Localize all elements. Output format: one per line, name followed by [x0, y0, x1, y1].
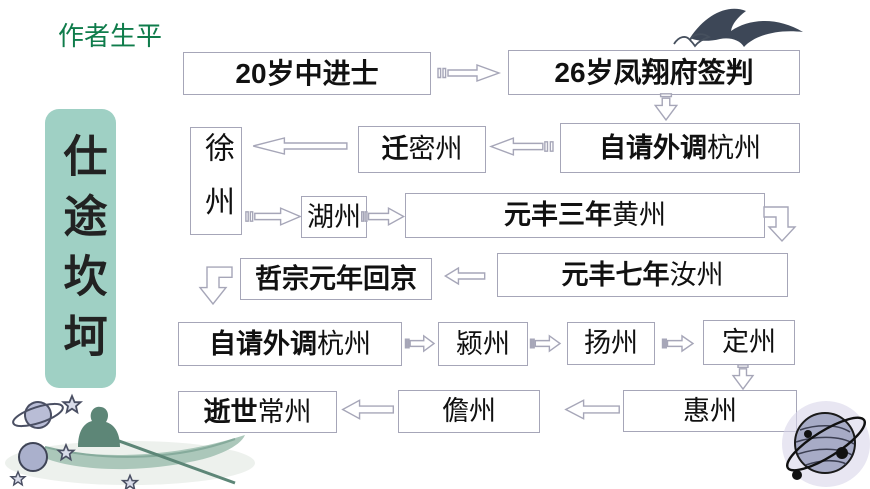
flow-node-danzhou: 儋州 [398, 390, 540, 433]
node-text: 徐州 [200, 132, 233, 240]
node-text-bold: 自请外调 [599, 132, 707, 163]
arrow-right-striped-icon [245, 205, 302, 228]
arrow-down-icon [652, 93, 680, 122]
bird-icon [673, 8, 803, 48]
flow-node-huijing: 哲宗元年回京 [240, 258, 432, 300]
flow-node-huangzhou: 元丰三年黄州 [405, 193, 765, 238]
flow-node-ruzhou: 元丰七年汝州 [497, 253, 788, 297]
arrow-left-striped-icon [489, 135, 554, 158]
node-text: 杭州 [317, 328, 371, 359]
circle-doodle-icon [18, 442, 48, 472]
person-icon [78, 406, 120, 447]
flow-node-huzhou: 湖州 [301, 196, 367, 238]
flow-node-yangzhou: 扬州 [567, 322, 655, 365]
flow-node-shishi: 逝世常州 [178, 391, 337, 433]
node-text-bold: 26岁凤翔府签判 [554, 56, 754, 88]
arrow-bent-left-down-icon [196, 263, 232, 306]
flow-node-yingzhou: 颍州 [438, 322, 528, 366]
node-text: 常州 [257, 396, 312, 427]
node-text: 儋州 [442, 396, 496, 426]
node-text-bold: 自请外调 [209, 328, 317, 359]
arrow-right-striped-icon [437, 62, 501, 84]
arrow-bent-right-down-icon [764, 203, 798, 243]
node-text-bold: 20岁中进士 [235, 57, 379, 89]
node-text-bold: 迁 [381, 134, 409, 164]
node-text: 惠州 [683, 395, 737, 426]
flow-node-fengxiang: 26岁凤翔府签判 [508, 50, 800, 95]
flow-node-hangzhou-2: 自请外调杭州 [178, 322, 402, 366]
arrow-left-icon [341, 398, 395, 421]
node-text-bold: 元丰七年 [561, 259, 670, 290]
flow-node-xuzhou: 徐州 [190, 127, 242, 240]
node-text: 扬州 [584, 328, 638, 358]
arrow-left-icon [250, 136, 350, 156]
page-title: 作者生平 [58, 21, 163, 51]
node-text-bold: 哲宗元年回京 [255, 263, 417, 294]
flow-node-huizhou: 惠州 [623, 390, 797, 432]
node-text: 定州 [722, 327, 776, 357]
section-banner: 仕途坎坷 [45, 109, 116, 388]
flow-node-jinshi: 20岁中进士 [183, 52, 431, 95]
flow-node-dingzhou: 定州 [703, 320, 795, 365]
planet-icon [782, 401, 870, 487]
section-banner-text: 仕途坎坷 [56, 132, 106, 373]
node-text: 密州 [408, 134, 463, 164]
oar-icon [107, 435, 236, 485]
arrow-down-icon [730, 364, 756, 391]
node-text: 杭州 [707, 132, 761, 163]
arrow-right-striped-icon [405, 333, 435, 354]
node-text: 黄州 [612, 200, 666, 230]
arrow-left-icon [444, 266, 486, 286]
flow-node-hangzhou-1: 自请外调杭州 [560, 123, 800, 173]
arrow-left-icon [564, 398, 621, 421]
flow-node-qianmizhou: 迁密州 [358, 126, 486, 173]
boat-illustration [5, 393, 255, 489]
node-text: 湖州 [307, 201, 361, 232]
star-doodle-icon [9, 393, 140, 489]
node-text: 汝州 [669, 259, 724, 290]
arrow-right-striped-icon [361, 205, 405, 228]
saturn-doodle-icon [12, 401, 64, 429]
node-text-bold: 逝世 [203, 396, 258, 427]
arrow-right-striped-icon [530, 333, 561, 354]
node-text-bold: 元丰三年 [504, 200, 612, 230]
arrow-right-striped-icon [662, 333, 694, 354]
node-text: 颍州 [456, 328, 510, 359]
